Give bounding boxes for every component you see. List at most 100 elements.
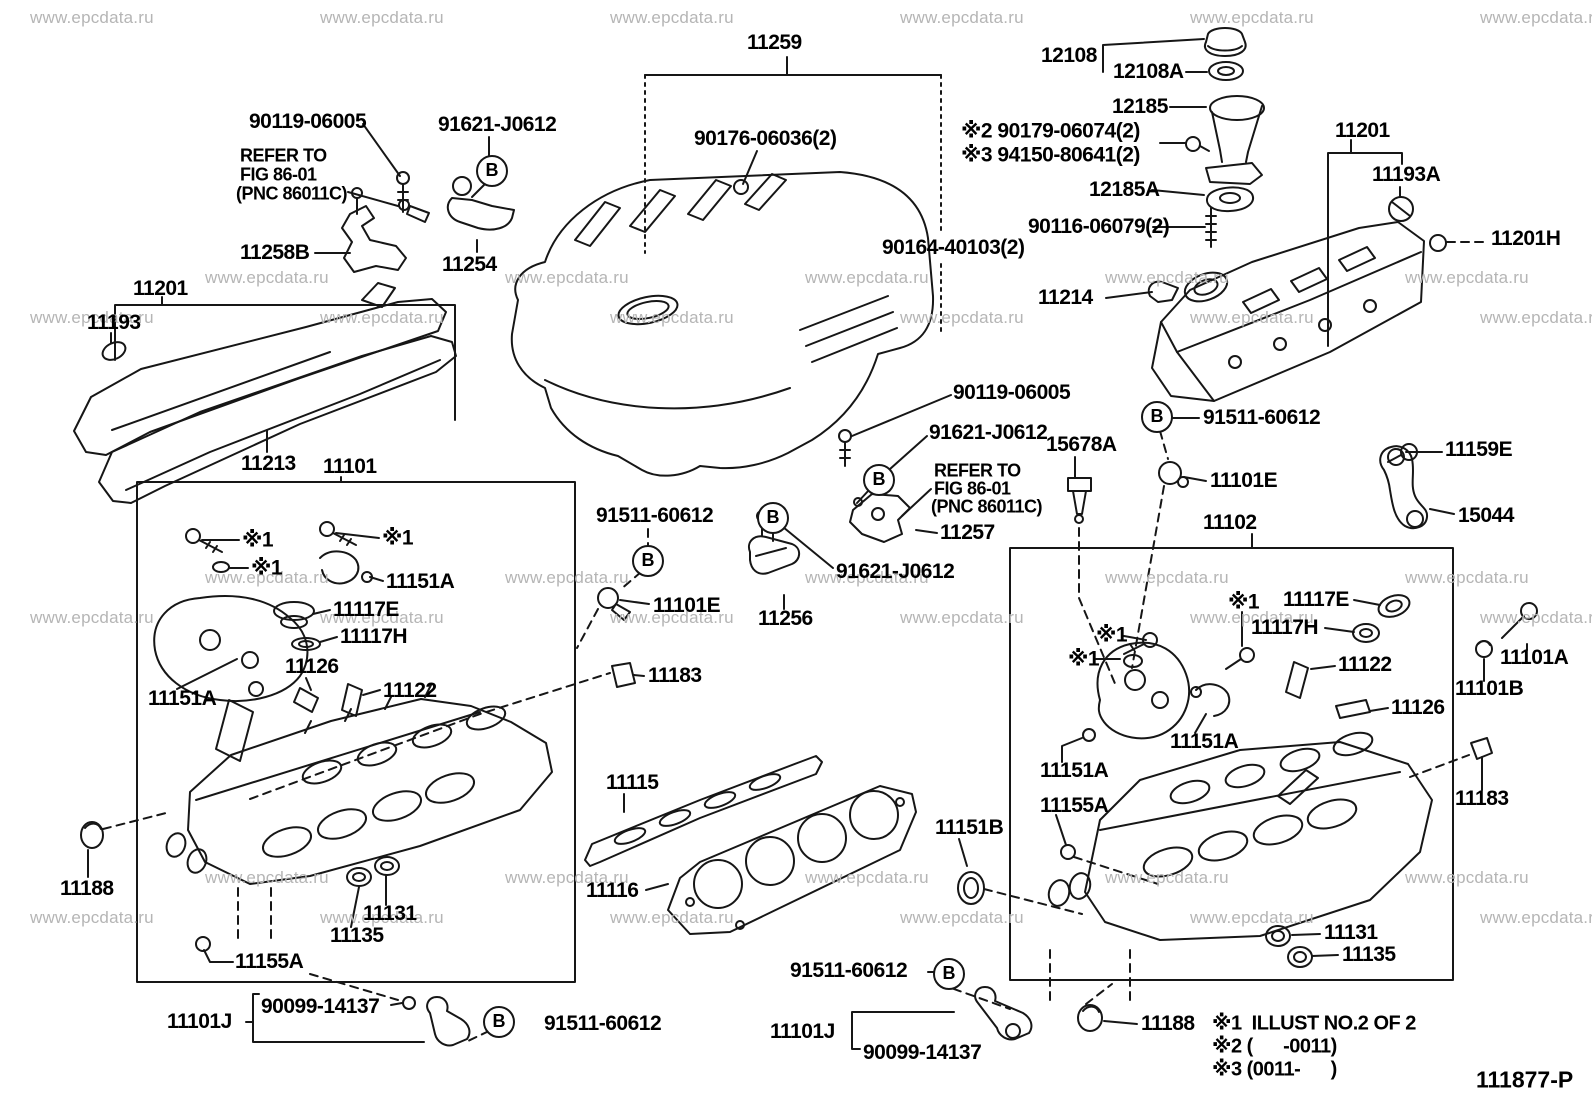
part-label[interactable]: 11117E [1283, 588, 1349, 611]
part-label[interactable]: 90119-06005 [953, 381, 1071, 404]
part-label[interactable]: 91621-J0612 [836, 560, 955, 583]
part-label[interactable]: 11117H [340, 625, 408, 648]
part-label[interactable]: 11257 [940, 521, 995, 544]
part-label[interactable]: 11101E [653, 594, 721, 617]
part-label[interactable]: ※1 [1096, 623, 1128, 647]
plug-11183-center [611, 662, 636, 688]
part-label[interactable]: 11201 [1335, 119, 1390, 142]
part-label[interactable]: 11151A [386, 570, 455, 593]
part-label[interactable]: 91511-60612 [1203, 406, 1321, 429]
part-label[interactable]: 11256 [758, 607, 813, 630]
bracket-11254 [452, 176, 472, 196]
part-label[interactable]: 90099-14137 [863, 1041, 982, 1064]
part-label[interactable]: 11193 [87, 311, 141, 334]
part-label[interactable]: 11213 [241, 452, 296, 475]
part-label[interactable]: 11101B [1455, 677, 1524, 700]
part-label[interactable]: 11135 [1342, 943, 1396, 966]
right-head-box [1009, 547, 1454, 981]
part-label[interactable]: 11131 [363, 902, 417, 925]
part-label[interactable]: 11254 [442, 253, 497, 276]
part-label[interactable]: 11258B [240, 241, 310, 264]
part-label[interactable]: 11201 [133, 277, 188, 300]
part-label[interactable]: ※1 [251, 556, 283, 580]
bolt-size-marker: B [863, 464, 895, 496]
part-label[interactable]: 91511-60612 [790, 959, 908, 982]
part-label[interactable]: ※2 90179-06074(2) [961, 119, 1140, 143]
part-label[interactable]: 11116 [586, 879, 639, 902]
part-label[interactable]: 11101J [770, 1020, 835, 1043]
oring-90099-right [1005, 1023, 1021, 1039]
part-label[interactable]: 11101J [167, 1010, 232, 1033]
union-11101j-right [974, 986, 1033, 1041]
part-label[interactable]: 11122 [383, 679, 437, 702]
part-label[interactable]: ※1 [1228, 590, 1260, 614]
part-label[interactable]: 11135 [330, 924, 384, 947]
part-label[interactable]: 12185A [1089, 178, 1160, 201]
filler-tube-12185 [1209, 95, 1265, 121]
part-label[interactable]: 11201H [1491, 227, 1561, 250]
seal-11131-left [374, 856, 400, 876]
part-label[interactable]: 91621-J0612 [929, 421, 1048, 444]
part-label[interactable]: FIG 86-01 [240, 164, 317, 185]
part-label[interactable]: 11126 [285, 655, 339, 678]
part-label[interactable]: 11214 [1038, 286, 1093, 309]
part-label[interactable]: 11151A [148, 687, 217, 710]
watermark-text: www.epcdata.ru [900, 8, 1024, 27]
part-label[interactable]: 91621-J0612 [438, 113, 557, 136]
seal-11135-right [1287, 946, 1313, 968]
part-label[interactable]: ※1 [382, 526, 414, 550]
watermark-text: www.epcdata.ru [30, 308, 154, 327]
part-label[interactable]: 12185 [1112, 95, 1168, 118]
part-label[interactable]: 11126 [1391, 696, 1445, 719]
part-label[interactable]: 11131 [1324, 921, 1378, 944]
part-label[interactable]: 90119-06005 [249, 110, 367, 133]
part-label[interactable]: 11155A [235, 950, 304, 973]
water-pipe-15044 [1379, 445, 1429, 530]
watermark-text: www.epcdata.ru [320, 8, 444, 27]
part-label[interactable]: 11101E [1210, 469, 1278, 492]
plug-11188-right [1077, 1004, 1103, 1032]
part-label[interactable]: 11259 [747, 31, 802, 54]
oil-filler-group-drawing [1185, 27, 1265, 248]
part-label[interactable]: 15044 [1458, 504, 1514, 527]
part-label[interactable]: 11155A [1040, 794, 1109, 817]
part-label[interactable]: ※1 [242, 528, 274, 552]
part-label[interactable]: 11183 [1455, 787, 1509, 810]
part-label[interactable]: 11151A [1170, 730, 1239, 753]
part-label[interactable]: 11193A [1372, 163, 1441, 186]
gasket-11155a-left [195, 936, 211, 952]
part-label[interactable]: 11188 [60, 877, 114, 900]
part-label[interactable]: FIG 86-01 [934, 478, 1011, 499]
part-label[interactable]: 11117H [1251, 616, 1319, 639]
part-label[interactable]: REFER TO [934, 460, 1021, 481]
part-label[interactable]: (PNC 86011C) [236, 183, 348, 204]
part-label[interactable]: 11102 [1203, 511, 1257, 534]
part-label[interactable]: 90164-40103(2) [882, 236, 1025, 259]
part-label[interactable]: ※1 [1068, 647, 1100, 671]
part-label[interactable]: 91511-60612 [596, 504, 714, 527]
part-label[interactable]: 11183 [648, 664, 702, 687]
part-label[interactable]: 11117E [333, 598, 399, 621]
part-label[interactable]: 91511-60612 [544, 1012, 662, 1035]
part-label[interactable]: (PNC 86011C) [931, 496, 1043, 517]
part-label[interactable]: 11151A [1040, 759, 1109, 782]
part-label[interactable]: 11122 [1338, 653, 1392, 676]
left-valve-cover-drawing [73, 282, 457, 504]
part-label[interactable]: 90116-06079(2) [1028, 215, 1170, 238]
part-label[interactable]: 11151B [935, 816, 1004, 839]
part-label[interactable]: 90099-14137 [261, 995, 380, 1018]
part-label[interactable]: 11159E [1445, 438, 1513, 461]
plug-11183-right [1470, 737, 1493, 760]
part-label[interactable]: 12108 [1041, 44, 1097, 67]
part-label[interactable]: REFER TO [240, 145, 327, 166]
part-label[interactable]: 12108A [1113, 60, 1184, 83]
part-label[interactable]: 11115 [606, 771, 659, 794]
watermark-text: www.epcdata.ru [1190, 608, 1314, 627]
part-label[interactable]: ※3 94150-80641(2) [961, 143, 1140, 167]
part-label[interactable]: 15678A [1046, 433, 1117, 456]
spark-tube-gasket-11117e-right [1377, 594, 1411, 618]
part-label[interactable]: 11101A [1500, 646, 1569, 669]
part-label[interactable]: 90176-06036(2) [694, 127, 837, 150]
part-label[interactable]: 11101 [323, 455, 377, 478]
part-label[interactable]: 11188 [1141, 1012, 1195, 1035]
